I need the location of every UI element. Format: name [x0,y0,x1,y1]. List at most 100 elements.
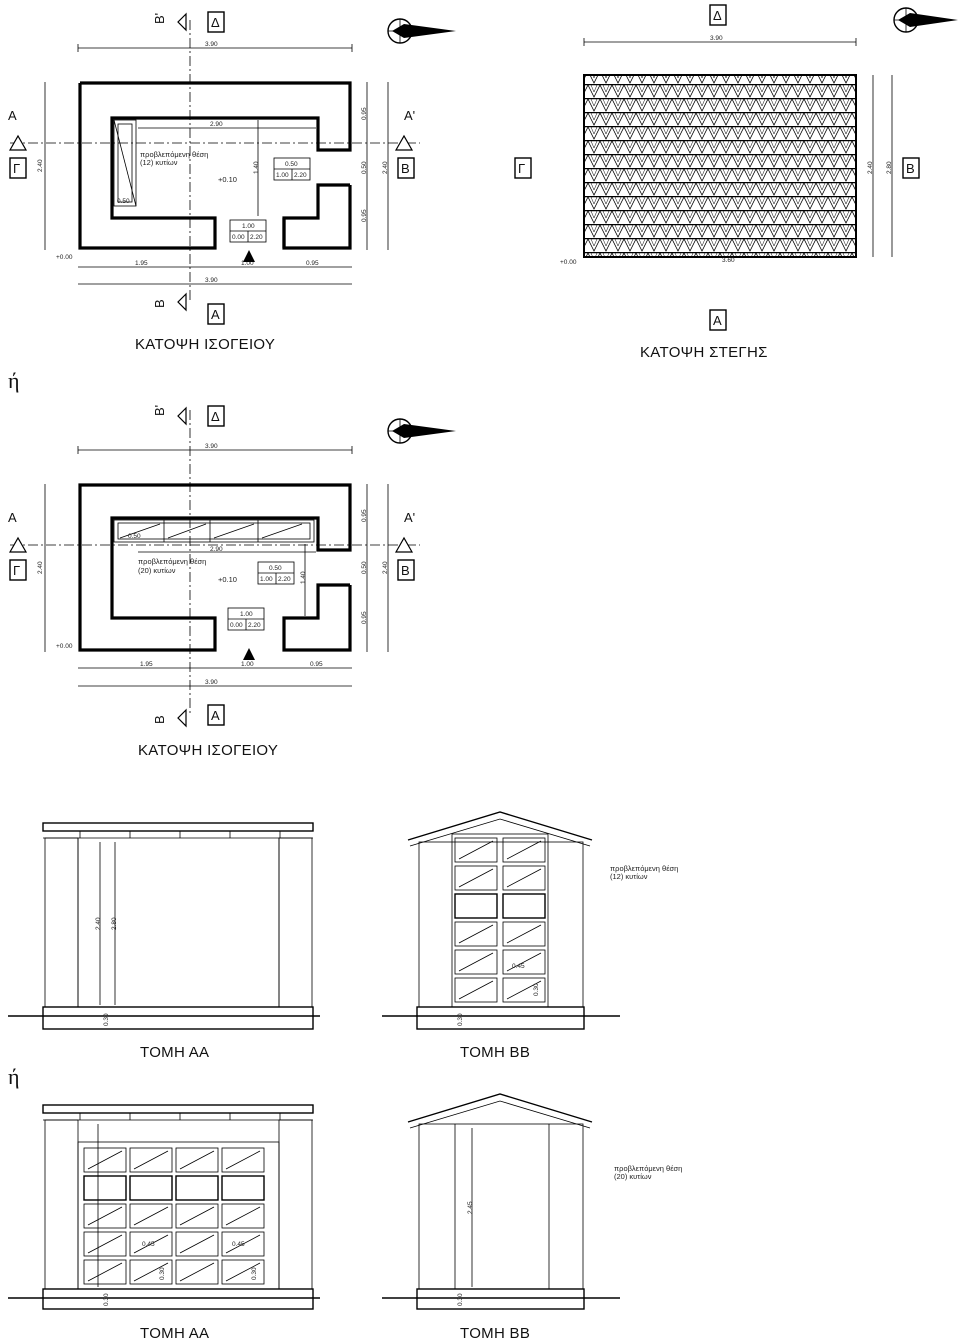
roof-facade-left: Γ [518,161,525,176]
section-bb-2: 2.45 0.30 προβλεπόμενη θέση (20) κυτίων … [382,1093,682,1342]
svg-text:Β: Β [401,563,410,578]
aa2-cell-width-1: 0.45 [142,1241,155,1248]
roof-dim-bottom: 3.60 [722,257,735,264]
outer-wall [78,81,352,250]
p2-note-line2: (20) κυτίων [138,566,176,575]
dim-door-width: 1.00 [241,260,254,267]
cabinet2-depth: 0.50 [128,533,141,540]
bb2-note-line1: προβλεπόμενη θέση [614,1164,682,1173]
aa1-height-total: 2.80 [111,917,118,930]
door-box-right: 2.20 [250,234,263,241]
bb1-plinth: 0.30 [457,1013,464,1026]
ground-plan-1: 0.50 3.90 2.90 1.95 1.00 0.95 3.90 2.40 … [8,11,456,353]
p2-section-marker-a-prime: A' Β [394,510,415,581]
svg-text:Γ: Γ [13,563,20,578]
cabinet-depth-dim: 0.50 [117,198,130,205]
p2-dim-side-up: 0.95 [361,509,368,522]
svg-text:Α: Α [211,307,220,322]
ground-plan-2: 0.50 3.90 2.90 1.95 1.00 0.95 3.90 2.40 … [8,405,456,759]
aa1-height-inner: 2.40 [95,917,102,930]
section-marker-b-prime: B' Δ [152,11,225,33]
roof-dim-right-1: 2.40 [867,161,874,174]
dim-inner-depth: 1.40 [253,161,260,174]
section-aa-2: 0.45 0.45 0.30 0.30 0.30 ΤΟΜΗ ΑΑ [8,1104,320,1342]
p2-dim-right: 0.95 [310,661,323,668]
window-box-top: 0.50 [285,161,298,168]
caption-section-bb-1: ΤΟΜΗ ΒΒ [460,1044,530,1061]
svg-text:B: B [152,715,167,724]
section-aa-1: 2.40 2.80 0.30 ΤΟΜΗ ΑΑ [8,822,320,1061]
p2-dim-width-bottom: 3.90 [205,679,218,686]
dim-side-mid: 0.50 [361,161,368,174]
dim-depth-left: 2.40 [37,159,44,172]
door-box-left: 0.00 [232,234,245,241]
p2-level-zero: +0.00 [56,643,73,650]
p2-dim-depth-left: 2.40 [37,561,44,574]
level-zero: +0.00 [56,254,73,261]
aa2-cell-height-2: 0.30 [251,1267,258,1280]
p2-section-marker-a: A Γ [8,510,28,581]
bb1-cabinet-grid [454,837,546,1003]
aa2-plinth: 0.30 [103,1293,110,1306]
svg-text:Γ: Γ [13,161,20,176]
svg-text:A': A' [404,510,415,525]
or-separator-1: ή [8,368,20,393]
bb2-height: 2.45 [467,1201,474,1214]
svg-text:B': B' [152,405,167,416]
svg-text:Δ: Δ [211,409,220,424]
svg-text:B': B' [152,13,167,24]
p2-dim-inner: 2.90 [210,546,223,553]
p2-dim-side-low: 0.95 [361,611,368,624]
aa2-cell-height-1: 0.30 [159,1267,166,1280]
caption-plan-ground-2: ΚΑΤΟΨΗ ΙΣΟΓΕΙΟΥ [138,742,278,759]
window-box-right: 2.20 [294,172,307,179]
aa1-plinth: 0.30 [103,1013,110,1026]
caption-section-bb-2: ΤΟΜΗ ΒΒ [460,1325,530,1342]
section-marker-a-prime: A' Β [394,108,415,179]
window-box-left: 1.00 [276,172,289,179]
p2-dim-inner-depth: 1.40 [300,571,307,584]
dim-left-seg: 1.95 [135,260,148,267]
roof-facade-top: Δ [713,8,722,23]
or-separator-2: ή [8,1064,20,1089]
dim-side-upper: 0.95 [361,107,368,120]
p2-note-line1: προβλεπόμενη θέση [138,557,206,566]
dim-total-width: 3.90 [205,41,218,48]
caption-plan-ground-1: ΚΑΤΟΨΗ ΙΣΟΓΕΙΟΥ [135,336,275,353]
aa2-cell-width-2: 0.45 [232,1241,245,1248]
north-arrow-icon [387,418,456,444]
bb1-note-line1: προβλεπόμενη θέση [610,864,678,873]
p2-door-top: 1.00 [240,611,253,618]
roof-facade-right: Β [906,161,915,176]
roof-level-zero: +0.00 [560,259,577,266]
p2-dim-left: 1.95 [140,661,153,668]
svg-text:A: A [8,108,17,123]
roof-dim-top: 3.90 [710,35,723,42]
caption-section-aa-1: ΤΟΜΗ ΑΑ [140,1044,209,1061]
level-floor: +0.10 [218,175,237,184]
dim-inner-width: 2.90 [210,121,223,128]
dim-depth-right: 2.40 [382,161,389,174]
bb1-note-line2: (12) κυτίων [610,872,648,881]
caption-plan-roof: ΚΑΤΟΨΗ ΣΤΕΓΗΣ [640,344,768,361]
p2-section-marker-b-prime: B' Δ [152,405,225,427]
dim-total-width-bottom: 3.90 [205,277,218,284]
entrance-arrow [243,250,255,262]
north-arrow-icon [387,18,456,44]
p2-dim-door: 1.00 [241,661,254,668]
bb2-plinth: 0.30 [457,1293,464,1306]
p2-win-right: 2.20 [278,576,291,583]
svg-text:A': A' [404,108,415,123]
section-bb-1: 0.45 0.30 0.30 προβλεπόμενη θέση (12) κυ… [382,811,678,1061]
bb1-cell-width: 0.45 [512,963,525,970]
door-box-top: 1.00 [242,223,255,230]
roof-dim-right-2: 2.80 [886,161,893,174]
note-provision-line1: προβλεπόμενη θέση [140,150,208,159]
dim-side-low: 0.95 [361,209,368,222]
caption-section-aa-2: ΤΟΜΗ ΑΑ [140,1325,209,1342]
p2-level-floor: +0.10 [218,575,237,584]
svg-text:Δ: Δ [211,15,220,30]
aa2-cabinet-grid [83,1147,265,1285]
svg-text:Α: Α [211,708,220,723]
